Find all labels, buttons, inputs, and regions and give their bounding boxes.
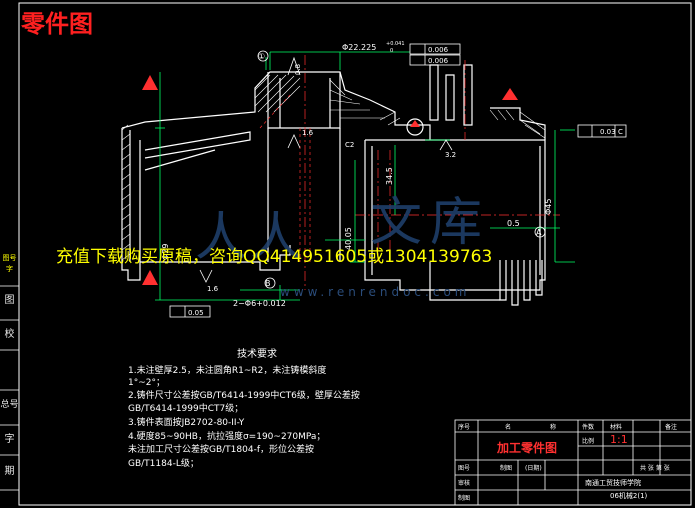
svg-text:3.铸件表面按JB2702-80-II-Y: 3.铸件表面按JB2702-80-II-Y [128, 416, 245, 428]
tech-heading: 技术要求 [237, 347, 277, 360]
dim-bore-lower: 0 [390, 48, 393, 54]
tolerance-frames [169, 43, 627, 318]
dim-40-05: 40.05 [344, 227, 353, 250]
svg-text:4.硬度85~90HB，抗拉强度σ=190~270MPa；: 4.硬度85~90HB，抗拉强度σ=190~270MPa； [128, 430, 325, 442]
flat-bottom-value: 0.05 [188, 309, 204, 317]
svg-text:比例: 比例 [582, 437, 594, 445]
center-lines [304, 55, 560, 290]
dim-dia-29: Φ29 [161, 244, 170, 260]
svg-text:图号: 图号 [458, 465, 470, 472]
section-hatching [121, 74, 546, 261]
svg-text:制图: 制图 [458, 494, 470, 502]
svg-text:审核: 审核 [458, 479, 470, 487]
svg-text:共 张 第 张: 共 张 第 张 [640, 464, 670, 472]
svg-text:2.铸件尺寸公差按GB/T6414-1999中CT6级，壁厚: 2.铸件尺寸公差按GB/T6414-1999中CT6级，壁厚公差按 [128, 389, 360, 401]
svg-text:件数: 件数 [582, 423, 594, 431]
side-label-1: 图 [4, 295, 15, 306]
title-block [454, 419, 692, 506]
side-label-5: 期 [4, 466, 15, 477]
side-small-2: 字 [6, 265, 13, 273]
svg-text:1°~2°；: 1°~2°； [128, 378, 165, 388]
rough-top: 0.8 [294, 64, 302, 75]
dim-34-5: 34.5 [385, 167, 394, 185]
side-strip [0, 285, 19, 491]
side-small-1: 图号 [2, 254, 17, 262]
svg-text:名: 名 [505, 423, 511, 431]
svg-text:未注加工尺寸公差按GB/T1804-f，形位公差按: 未注加工尺寸公差按GB/T1804-f，形位公差按 [128, 443, 314, 455]
rough-bottom: 1.6 [207, 285, 219, 293]
svg-text:GB/T6414-1999中CT7级；: GB/T6414-1999中CT7级； [128, 402, 243, 414]
runout-value: 0.006 [428, 57, 449, 65]
school-name: 南通工贸技师学院 [585, 478, 641, 487]
part-name: 加工零件图 [496, 440, 557, 455]
datum-b: B [265, 279, 271, 288]
datum-a: A [536, 228, 542, 237]
perp-value: 0.03 [600, 128, 616, 136]
dim-dia-45: Φ45 [544, 199, 553, 215]
svg-text:备注: 备注 [665, 423, 677, 431]
label-1: ① [258, 52, 265, 61]
svg-text:(日期): (日期) [525, 464, 542, 472]
side-label-3: 总号 [0, 400, 19, 410]
side-label-2: 校 [4, 329, 15, 340]
watermark-url: www.renrendoc.com [280, 285, 470, 299]
watermark-banner: 充值下载购买原稿，咨询QQ414951605或1304139763 [56, 247, 492, 267]
drawing-number: 06机械2(1) [610, 491, 648, 500]
svg-text:GB/T1184-L级；: GB/T1184-L级； [128, 457, 199, 469]
rough-right: 3.2 [445, 151, 456, 159]
datum-c: C [618, 128, 623, 136]
rough-bore: 1.6 [302, 129, 314, 137]
svg-text:1.未注壁厚2.5，未注圆角R1~R2，未注铸模斜度: 1.未注壁厚2.5，未注圆角R1~R2，未注铸模斜度 [128, 364, 326, 376]
watermark-logo: 人 人 文 库 [195, 193, 482, 268]
dim-bore-upper: +0.041 [386, 41, 405, 47]
drawing-title: 零件图 [20, 10, 93, 38]
dim-holes: 2−Φ6+0.012 [233, 299, 286, 308]
svg-text:制图: 制图 [500, 464, 512, 472]
svg-text:库: 库 [430, 193, 482, 253]
dim-0-5: 0.5 [507, 219, 520, 228]
side-label-4: 字 [4, 434, 15, 445]
scale-value: 1:1 [610, 433, 628, 446]
svg-text:文: 文 [370, 193, 422, 253]
roughness-symbols [199, 50, 546, 289]
dim-bore: Φ22.225 [342, 43, 376, 52]
chamfer-label: C2 [345, 141, 354, 149]
svg-text:人: 人 [195, 208, 247, 268]
datum-marks [142, 75, 518, 285]
svg-text:材料: 材料 [610, 423, 622, 431]
svg-text:序号: 序号 [458, 423, 470, 431]
svg-text:称: 称 [550, 423, 556, 431]
svg-text:人: 人 [250, 208, 302, 268]
tech-lines: 1.未注壁厚2.5，未注圆角R1~R2，未注铸模斜度 1°~2°； 2.铸件尺寸… [128, 364, 360, 469]
flatness-value: 0.006 [428, 46, 449, 54]
part-outline [121, 64, 546, 306]
